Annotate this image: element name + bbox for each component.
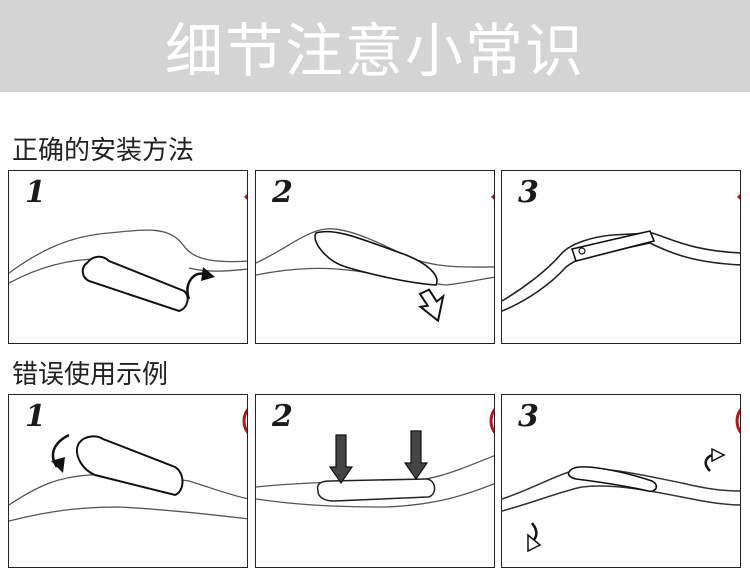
step-number: 3 xyxy=(518,175,539,210)
step-number: 2 xyxy=(272,399,293,434)
wrong-panel-3: 3 xyxy=(501,394,741,568)
wrong-section-title: 错误使用示例 xyxy=(12,360,169,390)
wrong-panel-2: 2 xyxy=(255,394,495,568)
step-number: 1 xyxy=(25,399,46,434)
banner-title: 细节注意小常识 xyxy=(164,17,585,85)
correct-panel-2: 2 xyxy=(255,170,495,344)
correct-section-title: 正确的安装方法 xyxy=(12,136,195,166)
step-number: 1 xyxy=(25,175,46,210)
wrong-panel-1: 1 xyxy=(8,394,248,568)
step-number: 2 xyxy=(272,175,293,210)
step-number: 3 xyxy=(518,399,539,434)
correct-panel-3: 3 xyxy=(501,170,741,344)
title-banner: 细节注意小常识 xyxy=(0,0,750,92)
correct-panel-1: 1 xyxy=(8,170,248,344)
